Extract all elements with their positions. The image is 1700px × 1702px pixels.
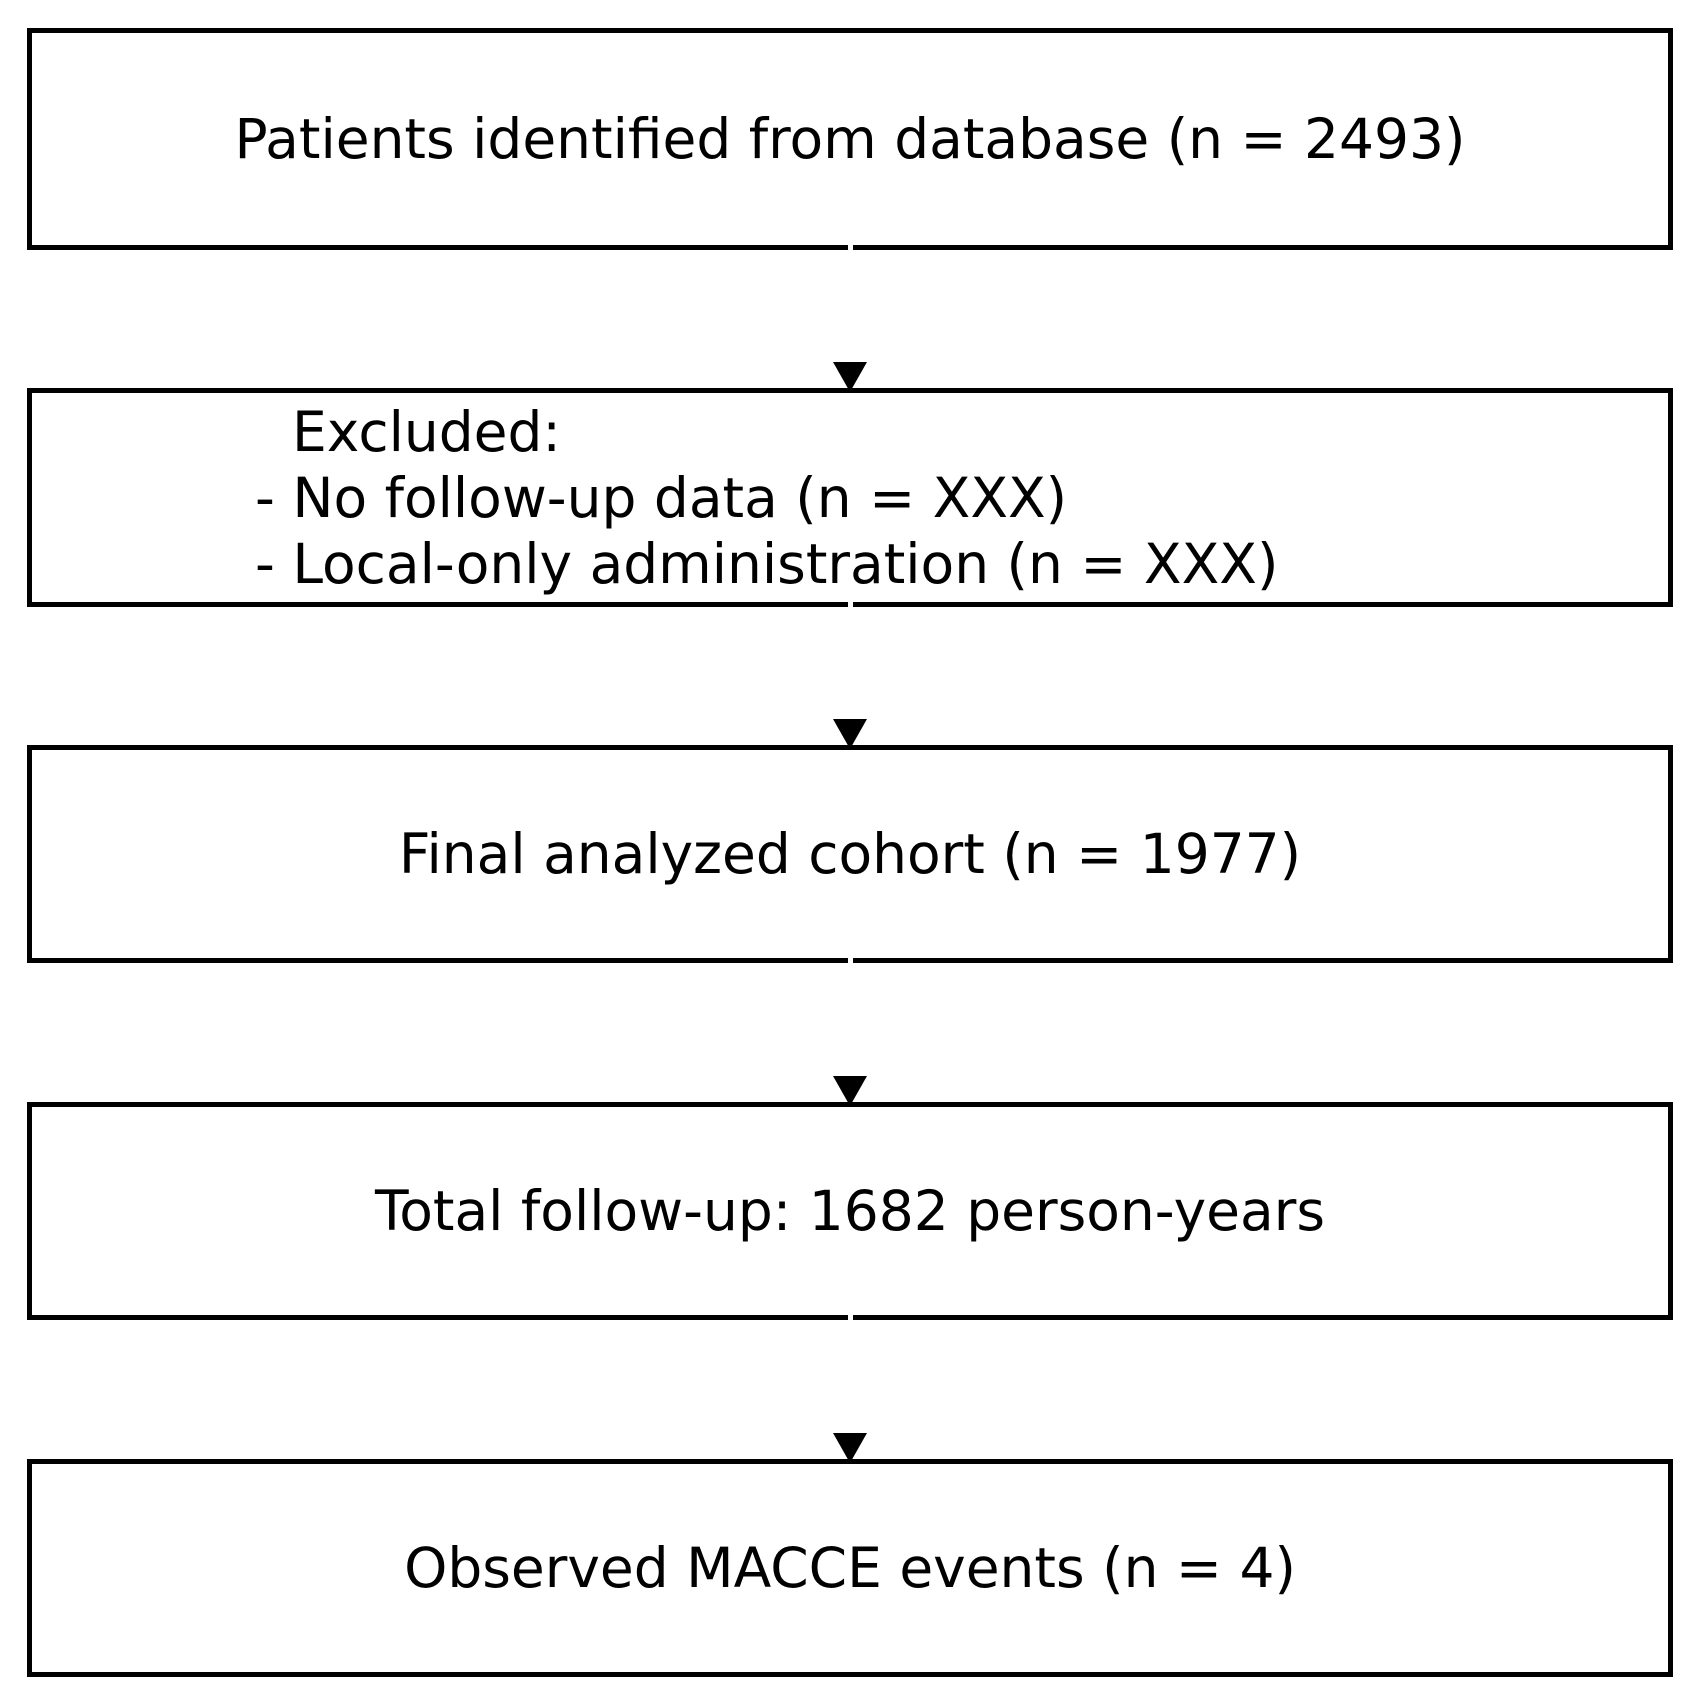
arrow-tail-notch xyxy=(848,1314,853,1320)
flow-box-final-cohort-label: Final analyzed cohort (n = 1977) xyxy=(398,822,1302,886)
arrow-tail-notch xyxy=(848,601,853,607)
flow-box-patients-identified: Patients identified from database (n = 2… xyxy=(27,28,1673,250)
flow-box-excluded: Excluded: - No follow-up data (n = XXX) … xyxy=(27,388,1673,607)
excluded-heading: Excluded: xyxy=(292,399,561,464)
arrow-tail-notch xyxy=(848,244,853,250)
arrow-tail-notch xyxy=(848,957,853,963)
excluded-text-block: Excluded: - No follow-up data (n = XXX) … xyxy=(32,399,1278,597)
flow-box-patients-identified-label: Patients identified from database (n = 2… xyxy=(234,107,1466,171)
flow-box-macce-events-label: Observed MACCE events (n = 4) xyxy=(404,1536,1296,1600)
down-arrow-icon xyxy=(833,362,867,392)
down-arrow-icon xyxy=(833,1076,867,1106)
down-arrow-icon xyxy=(833,1433,867,1463)
excluded-item-local-only: - Local-only administration (n = XXX) xyxy=(255,531,1279,596)
flow-box-macce-events: Observed MACCE events (n = 4) xyxy=(27,1459,1673,1677)
down-arrow-icon xyxy=(833,719,867,749)
flow-box-final-cohort: Final analyzed cohort (n = 1977) xyxy=(27,745,1673,963)
flow-box-total-follow-up: Total follow-up: 1682 person-years xyxy=(27,1102,1673,1320)
flow-box-total-follow-up-label: Total follow-up: 1682 person-years xyxy=(375,1179,1325,1243)
excluded-item-no-follow-up: - No follow-up data (n = XXX) xyxy=(255,465,1068,530)
